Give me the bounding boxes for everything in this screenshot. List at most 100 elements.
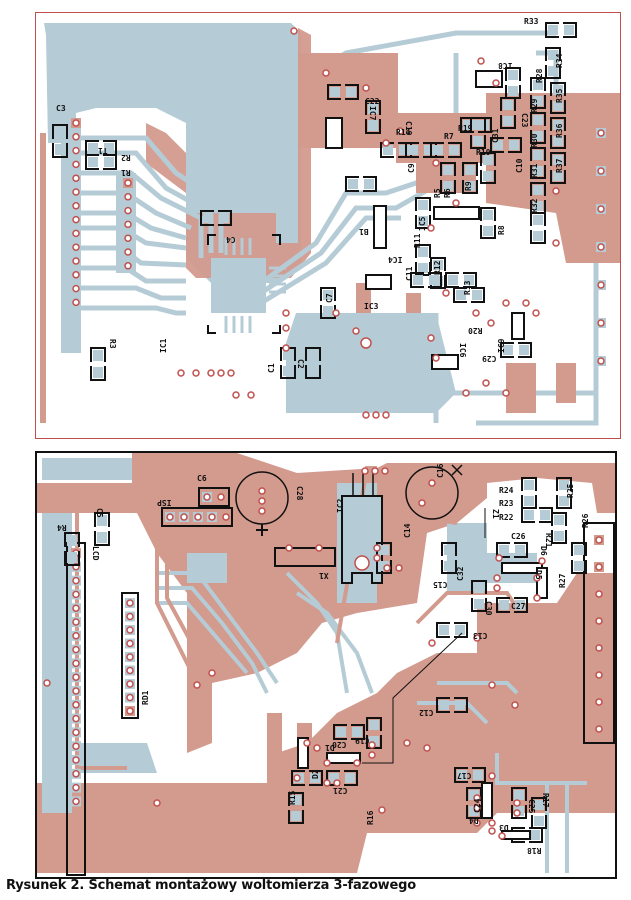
drill-hole (595, 617, 603, 625)
label-r10: R10 (476, 148, 491, 157)
via (362, 411, 370, 419)
smd-pad (104, 157, 114, 167)
smd-pad (439, 625, 449, 635)
drill-hole (72, 701, 80, 709)
drill-hole (595, 536, 603, 544)
label-r17: R17 (541, 793, 550, 808)
via (552, 239, 560, 247)
smd-pad (533, 201, 543, 211)
top-board-copper (40, 22, 620, 426)
drill-hole (72, 756, 80, 764)
isp-header-pads (165, 492, 231, 522)
via (282, 309, 290, 317)
via (428, 479, 436, 487)
label-r32: R32 (530, 198, 539, 213)
via (371, 467, 379, 475)
label-r25: R25 (566, 483, 575, 498)
label-ic2: IC2 (336, 498, 345, 513)
label-c2: C2 (296, 359, 305, 369)
smd-footprint (550, 152, 566, 184)
drill-hole (126, 653, 134, 661)
label-x1: X1 (319, 571, 329, 580)
ic5-outline (433, 206, 480, 220)
label-d4: D4 (469, 816, 479, 825)
via (487, 319, 495, 327)
ic3-mounting-hole (360, 337, 372, 349)
drill-hole (72, 271, 80, 279)
smd-pad (473, 120, 483, 130)
label-ic7: IC7 (368, 106, 377, 121)
label-r28: R28 (535, 68, 544, 83)
drill-hole (72, 783, 80, 792)
connector-right (596, 128, 606, 366)
smd-pad (336, 727, 346, 737)
smd-pad (455, 700, 465, 710)
smd-outlines (52, 22, 577, 381)
smd-pad (323, 306, 333, 316)
smd-pad (483, 155, 493, 165)
smd-footprint (480, 207, 496, 239)
smd-pad (88, 157, 98, 167)
label-r3: R3 (108, 339, 117, 349)
smd-footprint (480, 152, 496, 184)
via (368, 751, 376, 759)
label-r18: R18 (527, 846, 542, 855)
label-ic3: IC3 (364, 302, 379, 311)
smd-pad (330, 87, 340, 97)
smd-pad (352, 727, 362, 737)
smd-pad (455, 625, 465, 635)
via (462, 389, 470, 397)
smd-pad (444, 561, 454, 571)
drill-hole (595, 590, 603, 598)
via (373, 544, 381, 552)
smd-pad (465, 165, 475, 175)
smd-footprint (571, 542, 587, 574)
smd-pad (515, 545, 525, 555)
label-c16: C16 (436, 463, 445, 478)
via (418, 499, 426, 507)
via (498, 832, 506, 840)
copper-top-region (146, 28, 311, 278)
smd-footprint (94, 512, 110, 546)
connector-right-pads (594, 535, 604, 734)
label-c22: C22 (365, 97, 380, 106)
bottom-board-pcb: C6 ISP C28 IC2 C16 C5 R4 LCD X1 Z1 R24 R… (35, 451, 617, 879)
label-r24: R24 (499, 486, 514, 495)
via (207, 369, 215, 377)
smd-footprint (545, 22, 577, 38)
header-pads-left (71, 118, 81, 308)
drill-hole (72, 284, 80, 293)
smd-pad (554, 515, 564, 525)
drill-hole (72, 257, 80, 265)
smd-pad (457, 770, 467, 780)
via (258, 507, 266, 515)
rd1-header-outline (121, 592, 139, 719)
smd-pad (553, 136, 563, 146)
smd-pad (418, 263, 428, 273)
label-r6: R6 (443, 188, 452, 198)
smd-pad (368, 103, 378, 114)
traces-blue (157, 571, 587, 873)
smd-pad (524, 496, 534, 506)
rd1-header-pads (125, 598, 135, 716)
top-board-pcb: C3 R2 R1 T1 R3 IC1 C4 C1 C2 C7 IC3 IC4 B… (35, 12, 621, 439)
label-ic9: IC9 (497, 338, 506, 353)
drill-hole (124, 179, 132, 187)
via (333, 779, 341, 787)
figure-caption: Rysunek 2. Schemat montażowy woltomierza… (6, 878, 416, 893)
label-d1: D1 (325, 743, 335, 752)
drill-hole (597, 281, 605, 289)
via (495, 554, 503, 562)
via (473, 819, 481, 827)
smd-pad (534, 800, 544, 810)
smd-pad (88, 143, 98, 153)
via (482, 379, 490, 387)
smd-pad (408, 145, 418, 155)
via (396, 127, 404, 135)
via (382, 139, 390, 147)
via (488, 772, 496, 780)
ic2-mounting-hole (354, 555, 370, 571)
smd-pad (574, 561, 584, 571)
drill-hole (72, 160, 80, 169)
smd-pad (368, 120, 378, 131)
